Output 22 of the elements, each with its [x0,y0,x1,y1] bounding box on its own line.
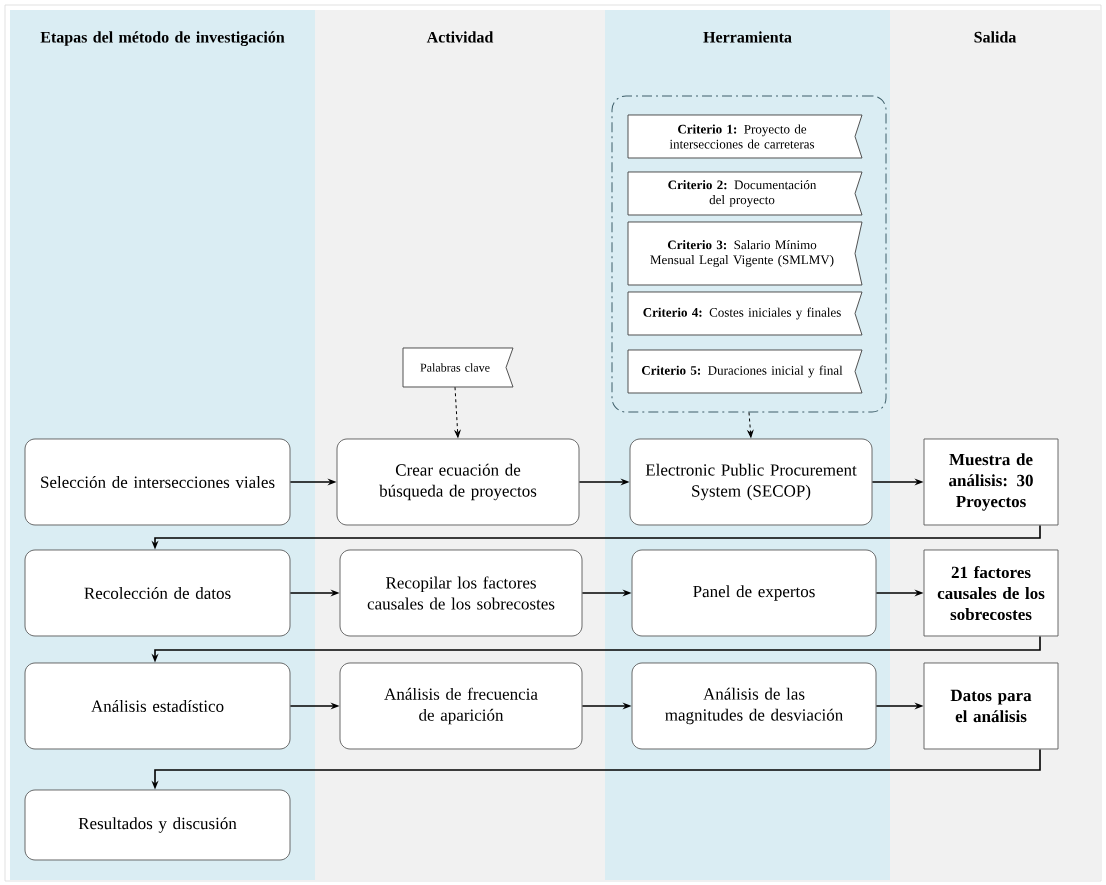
process-box: Análisis de frecuencia de aparición [339,662,583,750]
document-flag: Criterio 3: Salario Mínimo Mensual Legal Vigente (SMLMV) [627,221,863,286]
document-flag: Palabras clave [402,347,514,388]
output-box: 21 factores causales de los sobrecostes [923,549,1059,637]
document-flag: Criterio 5: Duraciones inicial y final [627,349,863,394]
process-box: Electronic Public Procurement System (SECOP) [629,438,873,526]
process-box: Recopilar los factores causales de los sobrecostes [339,549,583,637]
arrow [747,412,754,438]
arrow [454,386,461,438]
document-flag: Criterio 4: Costes iniciales y finales [627,291,863,336]
document-flag: Criterio 1: Proyecto de intersecciones de carreteras [627,114,863,159]
process-box: Panel de expertos [631,549,877,637]
output-box: Datos para el análisis [923,662,1059,750]
process-box: Crear ecuación de búsqueda de proyectos [336,438,580,526]
process-box: Selección de intersecciones viales [24,438,291,526]
dashed-group-box [611,95,887,413]
process-box: Recolección de datos [24,549,291,637]
process-box: Análisis estadístico [24,662,291,750]
process-box: Análisis de las magnitudes de desviación [631,662,877,750]
process-box: Resultados y discusión [24,789,291,861]
output-box: Muestra de análisis: 30 Proyectos [923,438,1059,526]
document-flag: Criterio 2: Documentación del proyecto [627,171,863,216]
